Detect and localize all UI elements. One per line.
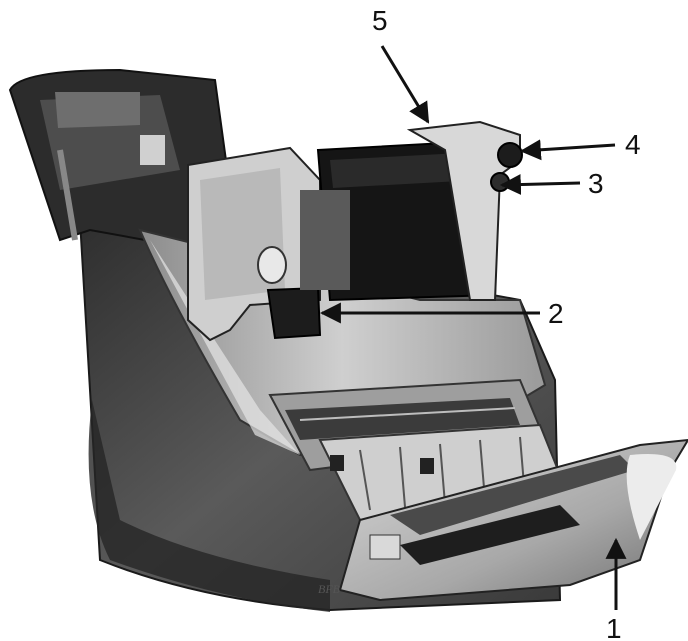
callout-arrow-3	[502, 183, 580, 185]
callout-label-3: 3	[588, 168, 604, 199]
printhead-release-latch	[268, 288, 320, 338]
callout-label-1: 1	[606, 613, 622, 641]
ribbon-take-up-spindle-end	[491, 173, 509, 191]
callout-label-4: 4	[625, 129, 641, 160]
callout-label-5: 5	[372, 5, 388, 36]
ribbon-supply-spindle-end	[498, 143, 522, 167]
callout-arrow-4	[522, 145, 615, 151]
callout-label-2: 2	[548, 298, 564, 329]
illustrator-mark: BFB	[318, 582, 341, 596]
callout-arrow-5	[382, 46, 428, 122]
